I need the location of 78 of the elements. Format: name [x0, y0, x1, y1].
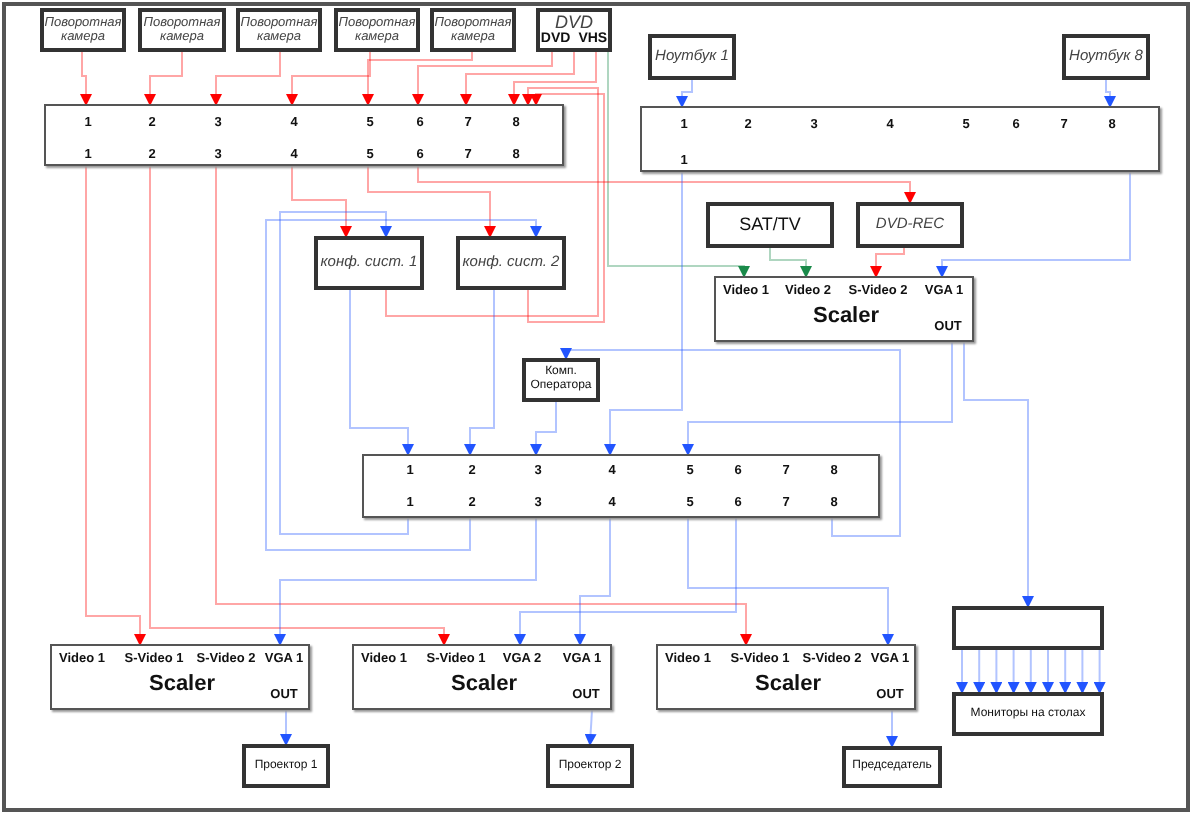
connector-arrow — [367, 165, 496, 238]
connector-arrow — [676, 79, 693, 108]
connector-arrow — [508, 51, 597, 106]
connector-arrow — [464, 289, 495, 456]
connector-arrow — [215, 165, 752, 646]
connector-arrow — [412, 51, 553, 106]
connector-arrow — [514, 517, 737, 646]
connector-arrow — [530, 401, 557, 456]
scaler-box — [656, 644, 916, 710]
scaler-box — [352, 644, 612, 710]
connector-arrow — [687, 517, 894, 646]
connector-arrow — [286, 51, 371, 106]
connector-arrow — [604, 171, 683, 456]
device-box — [856, 202, 964, 248]
connector-arrow — [1076, 649, 1089, 694]
connector-arrow — [210, 51, 281, 106]
connector-arrow — [607, 51, 750, 278]
device-title: Scaler — [450, 674, 518, 696]
connector-arrow — [417, 165, 916, 204]
connector-arrow — [682, 341, 953, 456]
device-box — [456, 236, 566, 290]
camera-box — [430, 8, 516, 52]
device-label: SAT/TV — [739, 214, 801, 236]
camera-box — [236, 8, 322, 52]
camera-box — [138, 8, 226, 52]
connector-arrow — [85, 165, 146, 646]
device-box — [706, 202, 834, 248]
device-box — [648, 34, 736, 80]
connector-arrow — [362, 51, 473, 106]
device-label: DVD — [554, 11, 593, 32]
connector-arrow — [990, 649, 1003, 694]
camera-box — [40, 8, 126, 52]
connector-arrow — [870, 247, 905, 278]
scaler-box — [714, 276, 974, 342]
scaler-box — [50, 644, 310, 710]
device-box — [952, 606, 1104, 650]
connector-arrow — [1093, 649, 1106, 694]
connector-arrow — [936, 171, 1131, 278]
connector-arrow — [956, 649, 968, 694]
switcher-box — [44, 104, 564, 166]
connector-arrow — [291, 165, 352, 238]
connector-arrow — [265, 219, 542, 551]
device-title: Scaler — [754, 674, 822, 696]
connector-arrow — [349, 289, 414, 456]
connector-arrow — [279, 211, 409, 535]
device-title: Scaler — [812, 306, 880, 328]
connector-arrow — [144, 51, 183, 106]
connector-arrow — [149, 165, 450, 646]
connector-arrow — [584, 709, 597, 746]
camera-box — [334, 8, 420, 52]
connector-arrow — [1059, 649, 1072, 694]
device-box — [1062, 34, 1150, 80]
player-box — [536, 8, 612, 52]
connector-arrow — [560, 348, 901, 537]
connector-arrow — [80, 51, 92, 106]
connector-arrow — [280, 709, 292, 746]
device-box — [842, 746, 942, 788]
connector-arrow — [274, 517, 537, 646]
connector-arrow — [1104, 79, 1116, 108]
switcher-box — [640, 106, 1160, 172]
connector-arrow — [574, 517, 611, 646]
device-title: Scaler — [148, 674, 216, 696]
connector-arrow — [385, 87, 599, 317]
device-box — [952, 692, 1104, 736]
connector-arrow — [886, 709, 898, 748]
connector-arrow — [769, 247, 812, 278]
connector-arrow — [460, 51, 575, 106]
device-box — [314, 236, 424, 290]
connector-arrow — [973, 649, 986, 694]
connector-arrow — [527, 93, 605, 323]
connector-arrow — [1024, 649, 1037, 694]
switcher-box — [362, 454, 880, 518]
device-box — [242, 744, 330, 788]
connector-arrow — [1042, 649, 1054, 694]
connector-arrow — [963, 341, 1034, 608]
device-box — [546, 744, 634, 788]
connector-arrow — [1007, 649, 1020, 694]
device-box — [522, 358, 600, 402]
